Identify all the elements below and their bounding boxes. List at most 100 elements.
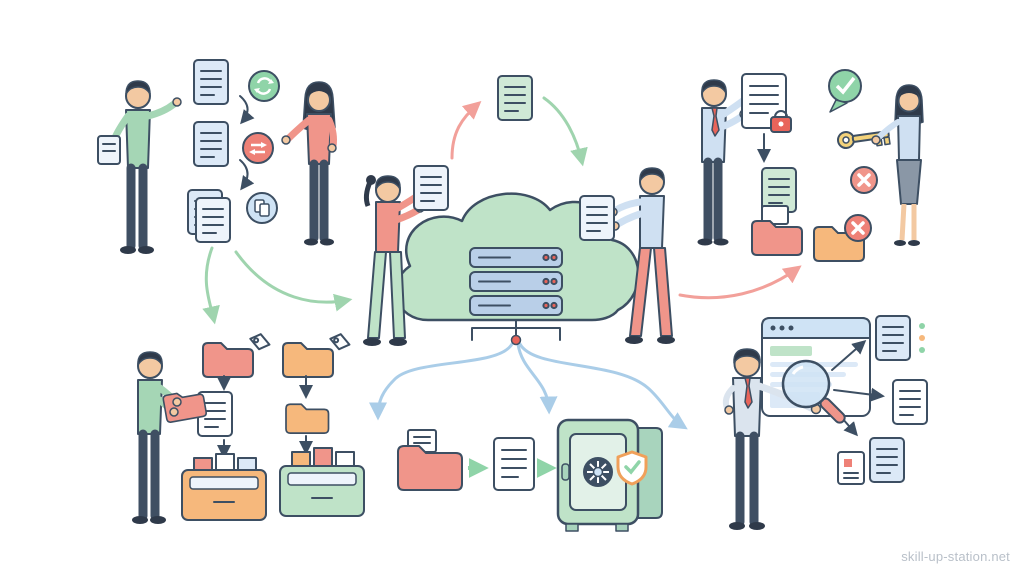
tie [711,107,720,137]
leg [389,251,406,339]
watermark: skill-up-station.net [901,549,1010,564]
scene-access-control [697,69,924,262]
legs [309,159,329,243]
network-node-dot [510,334,522,346]
ponytail [363,181,373,207]
arrow-node-to-safe [516,342,558,415]
key-icon [837,130,891,149]
arm [720,112,746,130]
arrow-doc-step-icon [239,95,255,125]
scene-cloud-server [363,75,675,346]
document-icon [193,121,229,167]
person-woman-uploading [363,165,449,346]
document-upload-icon [497,75,533,121]
arm [875,119,901,141]
arrow-topleft-to-bottomleft [202,246,220,325]
result-document-icon [875,315,911,361]
hair [733,348,761,364]
hand [724,405,734,415]
hand [169,407,179,417]
result-document-icon [869,437,905,483]
hand [172,97,182,107]
shirt [137,379,163,435]
legs [703,157,723,243]
top [306,113,332,165]
arrow-node-to-folder [369,342,514,421]
shoe [713,238,729,246]
magnifier-lens [781,359,831,409]
network-node [471,319,561,346]
result-document-flag [837,451,865,485]
arm [285,116,313,142]
hand [172,397,182,407]
hair-fringe [308,87,330,96]
x-badge-icon [843,213,873,243]
leg [367,251,387,339]
result-arrow [833,387,885,402]
arrow-center-to-topright [678,265,802,300]
shirt [125,109,151,169]
hair [137,351,163,366]
shoe [138,246,154,254]
download-arrow [542,96,588,167]
arrow-node-to-search [518,342,688,430]
held-document-icon [413,165,449,211]
tag-icon [247,331,273,353]
shoe [304,238,318,246]
x-badge-icon [849,165,879,195]
person-man-filing [132,351,208,524]
lock-icon [770,110,792,133]
document-stack-icon [195,197,231,243]
scene-search [722,315,928,530]
arm [144,100,178,120]
content-block [770,346,812,356]
arm [614,210,644,228]
tagged-folder-icon [282,342,334,378]
tag-icon [327,331,353,353]
shoe [729,522,745,530]
person-woman-presenting [281,81,337,246]
bullet-dot [919,323,925,329]
shoe [150,516,166,524]
result-document-icon [892,379,928,425]
hair [125,80,151,95]
tie [744,377,753,409]
hair [639,167,665,182]
skirt [896,159,922,205]
legs [735,431,759,527]
arm [612,198,644,214]
safe-icon [556,418,663,532]
upload-arrow [450,101,482,160]
sync-arrows-badge-icon [248,70,280,102]
person-man-granting [697,79,751,246]
legs [126,163,148,251]
shoe [697,238,713,246]
safe-side [637,427,663,519]
legs [899,203,917,241]
shoe [894,240,906,246]
server-rack-unit [469,247,563,268]
leg [629,247,652,337]
locked-document [741,73,792,133]
shoe [389,338,407,346]
held-document-icon [579,195,615,241]
shoe [657,336,675,344]
shoe [120,246,136,254]
archive-drawer-orange [181,453,267,521]
arrow-topleft-to-center [234,250,353,312]
arrow-doc-step-icon [239,159,255,191]
bullet-dot [919,335,925,341]
copy-badge-icon [246,192,278,224]
person-woman-receiving-key [871,84,924,246]
server-rack-unit [469,295,563,316]
hair-fringe [899,89,919,97]
tagged-folder-icon [202,342,254,378]
scene-document-exchange [97,59,337,254]
server-rack-unit [469,271,563,292]
shield-check-icon [616,450,648,486]
safe-handle [561,463,570,481]
person-man-with-tablet [97,80,182,254]
shoe [625,336,643,344]
